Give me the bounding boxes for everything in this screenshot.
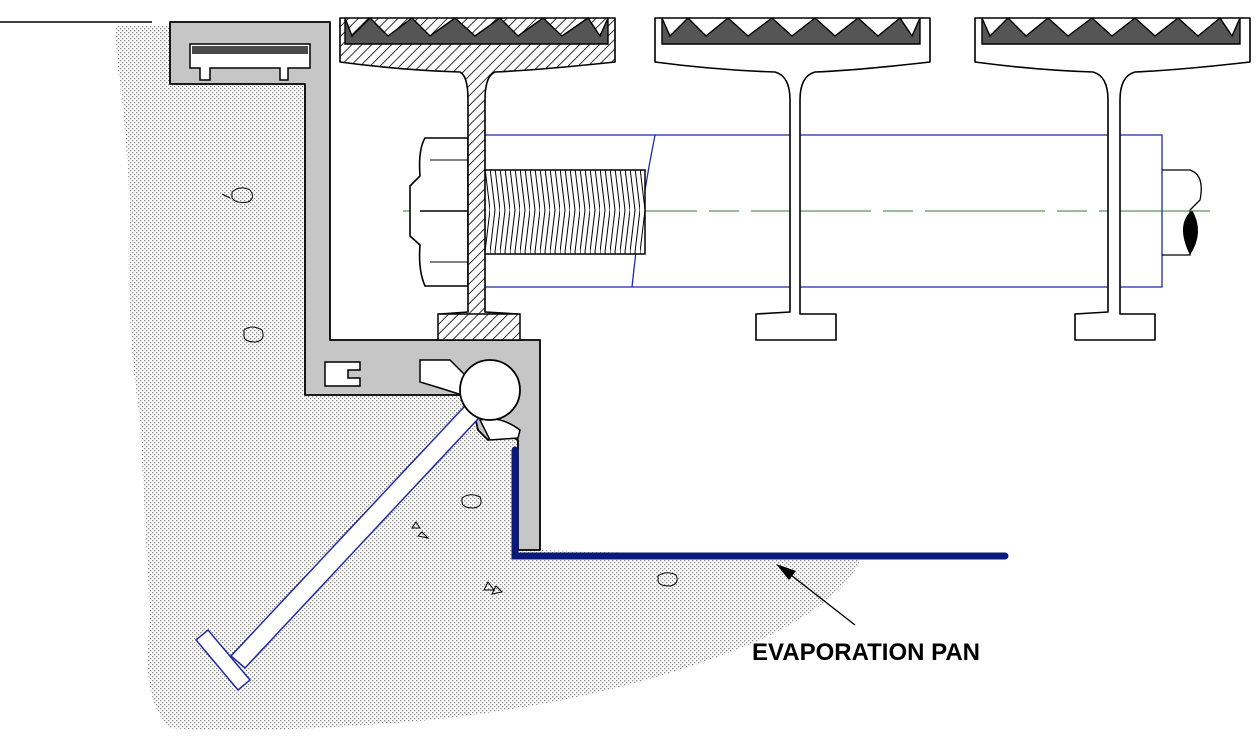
slot-insert: [192, 46, 308, 54]
tread-3: [974, 16, 1251, 341]
callout-leader: [776, 564, 856, 626]
anchor-rod: [194, 359, 521, 692]
tread-1-pad: [437, 313, 521, 341]
extrusion-slot-lower-left: [324, 361, 361, 387]
evaporation-pan-label: EVAPORATION PAN: [752, 639, 980, 666]
tread-2: [654, 16, 931, 341]
tread-2-grip: [661, 16, 921, 45]
aggregate-marks: [221, 187, 678, 595]
concrete-mass: [115, 26, 860, 731]
break-symbol: [1182, 210, 1199, 255]
tread-3-grip: [981, 16, 1241, 45]
evaporation-pan: [511, 446, 1009, 560]
threaded-bolt: [409, 137, 646, 287]
tread-1-grip: [344, 17, 609, 45]
